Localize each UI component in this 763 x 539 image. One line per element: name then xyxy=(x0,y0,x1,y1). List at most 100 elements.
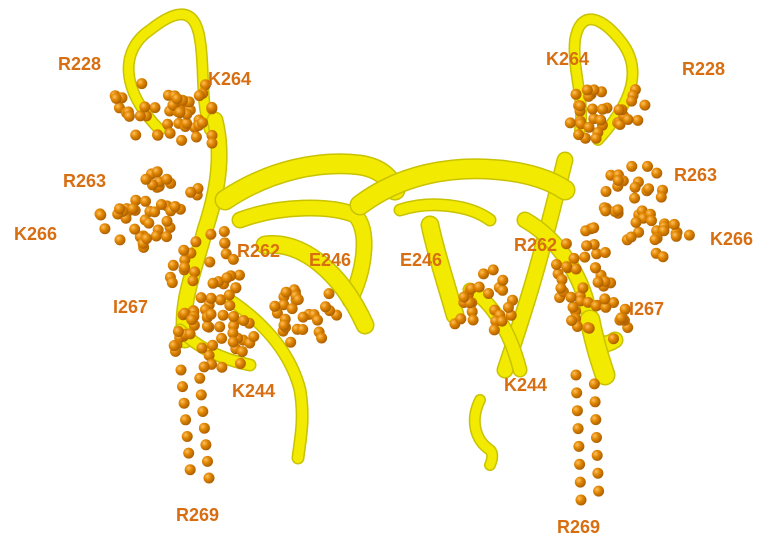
atom xyxy=(561,261,573,273)
atom xyxy=(227,327,239,339)
atom xyxy=(234,269,245,281)
atom xyxy=(95,209,107,221)
atom xyxy=(171,93,183,105)
cluster-left-e246 xyxy=(269,284,343,348)
atom xyxy=(223,289,235,301)
atom xyxy=(278,319,290,331)
atom xyxy=(280,286,292,298)
atom xyxy=(218,226,230,237)
atom xyxy=(657,251,669,263)
atom xyxy=(152,129,164,141)
atom xyxy=(574,458,586,470)
atom xyxy=(205,308,217,320)
cluster-right-i267 xyxy=(566,293,634,345)
atom xyxy=(206,101,218,113)
atom xyxy=(161,173,173,185)
atom xyxy=(466,306,478,318)
atom xyxy=(502,301,514,313)
atom xyxy=(150,230,162,242)
label-right-k264: K264 xyxy=(546,49,590,69)
atom xyxy=(184,328,196,340)
atom xyxy=(161,215,173,227)
atom xyxy=(649,234,661,246)
atom xyxy=(221,272,233,284)
atom xyxy=(626,160,638,172)
atom xyxy=(172,326,184,337)
atom xyxy=(668,218,680,230)
atom xyxy=(632,114,644,126)
atom xyxy=(473,281,485,293)
atom xyxy=(140,173,152,185)
atom xyxy=(206,129,218,141)
atom xyxy=(483,288,494,299)
atom xyxy=(183,447,195,459)
atom xyxy=(467,314,479,326)
atom xyxy=(292,294,304,305)
label-right-r269: R269 xyxy=(557,517,601,537)
ribbon-left-arrow xyxy=(255,234,375,335)
cluster-right-r269 xyxy=(570,369,605,506)
atom xyxy=(593,485,605,497)
atom xyxy=(161,231,173,243)
atom xyxy=(574,100,586,112)
atom xyxy=(572,423,584,435)
atom xyxy=(99,223,111,235)
label-left-r269: R269 xyxy=(176,505,220,525)
atom xyxy=(155,199,167,210)
atom xyxy=(683,229,695,241)
atom xyxy=(169,201,181,212)
atom xyxy=(227,336,239,348)
atom xyxy=(130,194,142,206)
atom xyxy=(217,309,229,321)
label-right-e246: E246 xyxy=(400,250,443,270)
atom xyxy=(177,381,188,393)
atom xyxy=(297,324,309,335)
atom xyxy=(176,134,188,146)
atom xyxy=(478,268,489,280)
label-left-r263: R263 xyxy=(63,171,107,191)
atom xyxy=(581,240,593,252)
atom xyxy=(206,137,218,149)
ribbon-left-vertical-strand xyxy=(175,111,228,349)
atom xyxy=(278,299,290,311)
cluster-right-r262 xyxy=(551,222,617,317)
atom xyxy=(164,127,176,139)
label-right-i267: I267 xyxy=(629,299,665,319)
cluster-right-e246 xyxy=(449,264,518,336)
atom xyxy=(114,234,126,246)
atom xyxy=(599,247,611,258)
atom xyxy=(151,166,163,178)
atom xyxy=(184,464,196,476)
atom xyxy=(590,132,602,144)
cluster-left-k266 xyxy=(94,203,176,253)
atom xyxy=(130,129,142,141)
atom xyxy=(139,101,151,113)
label-right-r263: R263 xyxy=(674,165,718,185)
atom xyxy=(629,192,641,204)
atom xyxy=(168,340,180,352)
label-left-r228: R228 xyxy=(58,54,102,74)
atom xyxy=(608,333,619,345)
atom xyxy=(185,186,197,198)
atom xyxy=(583,322,595,334)
atom xyxy=(592,276,604,288)
ribbon-left-lower-strand xyxy=(223,293,309,465)
atom xyxy=(228,311,240,322)
atom xyxy=(642,160,653,172)
atom xyxy=(174,106,186,118)
atom xyxy=(216,332,228,344)
atom xyxy=(127,203,139,215)
atom xyxy=(143,217,155,229)
side-chain-atoms xyxy=(94,78,695,506)
atom xyxy=(312,314,323,326)
atom xyxy=(181,431,193,442)
atom xyxy=(613,104,625,116)
atom xyxy=(587,103,598,115)
atom xyxy=(497,274,509,286)
atom xyxy=(149,206,161,218)
ribbon-right-mid-link xyxy=(393,198,497,227)
atom xyxy=(455,313,467,325)
atom xyxy=(591,432,602,443)
cluster-right-r263 xyxy=(598,160,668,221)
atom xyxy=(600,301,612,313)
